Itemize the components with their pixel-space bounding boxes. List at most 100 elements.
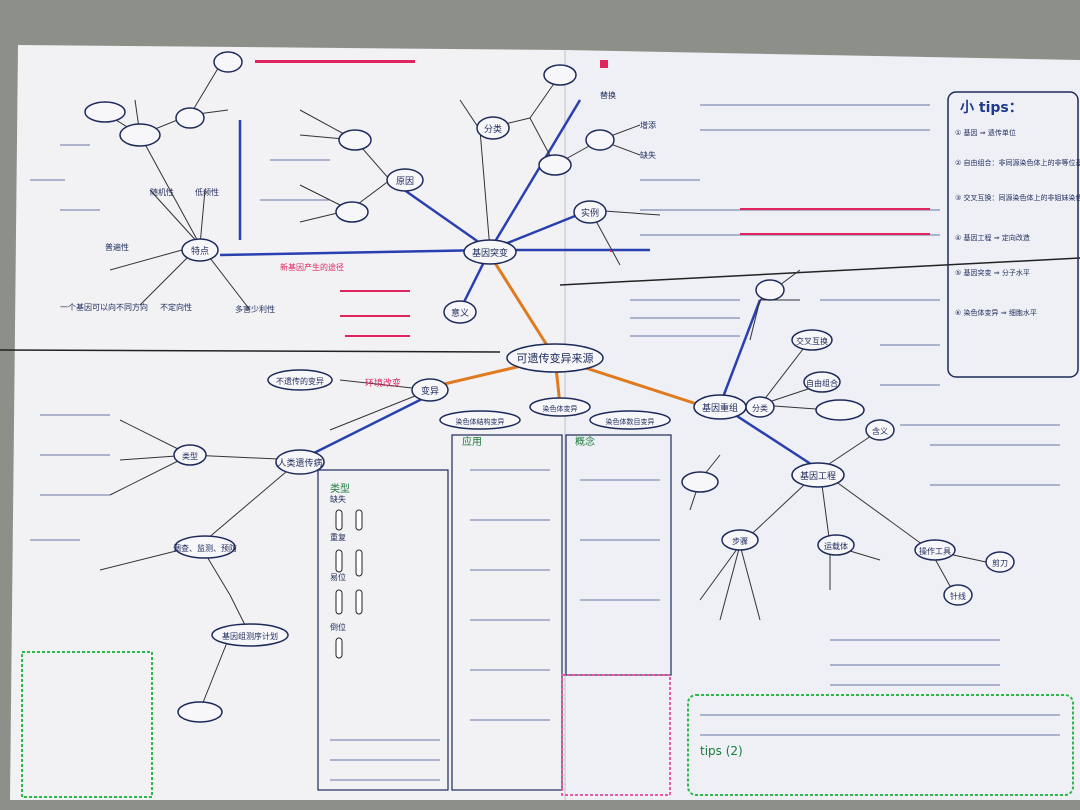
- node-free: [803, 371, 841, 393]
- tip-6: ⑥ 染色体变异 ⇒ 细胞水平: [955, 308, 1037, 317]
- node-non-heritable: [267, 369, 333, 391]
- type-sub: 替换: [600, 90, 616, 100]
- node-classify: [476, 116, 510, 140]
- classify-label: 分类: [484, 123, 502, 135]
- tips-title: 小 tips：: [960, 100, 1023, 116]
- node-cross: [791, 329, 833, 351]
- type-del: 缺失: [640, 150, 656, 160]
- survey-label: 调查、监测、预防: [173, 543, 237, 553]
- recomb-title: 基因重组: [702, 402, 738, 414]
- paper-right: [565, 50, 1080, 800]
- node-consequence: [119, 123, 161, 147]
- chromo-types: 类型: [330, 482, 350, 495]
- needle-label: 针线: [950, 591, 966, 601]
- steps-label: 步骤: [732, 537, 748, 546]
- dtype-label: 类型: [182, 451, 198, 461]
- features-label: 特点: [191, 245, 209, 257]
- node-engineering: [791, 462, 845, 488]
- number-column: [451, 434, 563, 791]
- meaning-r-label: 含义: [872, 426, 888, 436]
- node-meaning-r: [865, 419, 895, 441]
- scissors-label: 剪刀: [992, 558, 1008, 568]
- examples-label: 实例: [581, 207, 599, 219]
- plan-label: 基因组测序计划: [222, 631, 278, 641]
- low-freq: 低频性: [195, 187, 219, 197]
- node-sex: [543, 64, 577, 86]
- application-label: 应用: [462, 435, 482, 448]
- tips-box: [947, 91, 1079, 378]
- node-needle: [943, 584, 973, 606]
- new-gene-note: 新基因产生的途径: [280, 262, 344, 272]
- node-cause: [386, 168, 424, 192]
- not-directed: 不定向性: [160, 302, 192, 312]
- node-examples: [573, 200, 607, 224]
- random: 随机性: [150, 187, 174, 197]
- chromo-title: 染色体变异: [543, 404, 578, 413]
- node-concept: [755, 279, 785, 301]
- node-blood: [84, 101, 126, 123]
- node-genome: [177, 701, 223, 723]
- variation-red: 环境改变: [365, 377, 401, 389]
- chromosome-headers: [439, 397, 671, 430]
- duplication: 重复: [330, 532, 346, 542]
- non-heritable: 不遗传的变异: [276, 376, 324, 386]
- node-classes: [745, 396, 775, 418]
- tip-5: ⑤ 基因突变 ⇒ 分子水平: [955, 268, 1030, 277]
- node-tools: [914, 539, 956, 561]
- node-dtype: [173, 444, 207, 466]
- node-reason: [585, 129, 615, 151]
- tips-left-box: [21, 651, 153, 798]
- not-directed-text: 一个基因可以向不同方向: [60, 302, 148, 312]
- paper-left: [10, 45, 565, 800]
- main-connector-lines: [219, 99, 821, 472]
- type-add: 增添: [640, 120, 656, 130]
- cause-label: 原因: [396, 176, 414, 187]
- number-label: 染色体数目变异: [606, 417, 655, 426]
- red-highlights: [255, 60, 930, 337]
- node-int: [335, 201, 369, 223]
- harmful: 多害少利性: [235, 304, 275, 314]
- vector-label: 运载体: [824, 541, 848, 551]
- node-meaning: [443, 300, 477, 324]
- struct-column: [317, 469, 449, 791]
- engineering-label: 基因工程: [800, 470, 836, 482]
- node-mutation: [463, 239, 517, 265]
- tips2-title: tips (2): [700, 744, 743, 758]
- free-label: 自由组合: [806, 378, 838, 388]
- tip-3: ③ 交叉互换：同源染色体上的非姐妹染色单体: [955, 193, 1080, 202]
- concept-label: 概念: [575, 435, 595, 448]
- inversion: 倒位: [330, 622, 346, 632]
- node-new-type: [681, 471, 719, 493]
- divider-line: [0, 349, 501, 353]
- recomb-types: 分类: [752, 403, 768, 413]
- node-ovals: [84, 51, 1015, 723]
- node-ext: [338, 129, 372, 151]
- pink-box: [561, 674, 671, 796]
- disease-label: 人类遗传病: [277, 457, 322, 469]
- divider-line-right: [559, 257, 1080, 286]
- handwriting-scribbles: [30, 104, 1060, 781]
- node-steps: [721, 529, 759, 551]
- node-a: [213, 51, 243, 73]
- translocation: 易位: [330, 572, 346, 582]
- tip-4: ④ 基因工程 ⇒ 定向改造: [955, 233, 1030, 242]
- node-scissors: [985, 551, 1015, 573]
- chromosome-sketches: [335, 509, 363, 659]
- tools-label: 操作工具: [919, 546, 951, 556]
- cross-label: 交叉互换: [796, 336, 828, 346]
- tips2-box: [687, 694, 1074, 796]
- variation-label: 变异: [421, 385, 439, 397]
- node-variation: [411, 378, 449, 402]
- node-center: [506, 343, 604, 373]
- node-tech: [815, 399, 865, 421]
- node-plan: [211, 623, 289, 647]
- node-vector: [817, 534, 855, 556]
- node-survey: [174, 535, 236, 559]
- node-eval: [175, 107, 205, 129]
- center-title: 可遗传变异来源: [517, 351, 594, 365]
- meaning-label: 意义: [451, 307, 469, 319]
- deletion: 缺失: [330, 494, 346, 504]
- tip-2: ② 自由组合：非同源染色体上的非等位基因: [955, 158, 1080, 167]
